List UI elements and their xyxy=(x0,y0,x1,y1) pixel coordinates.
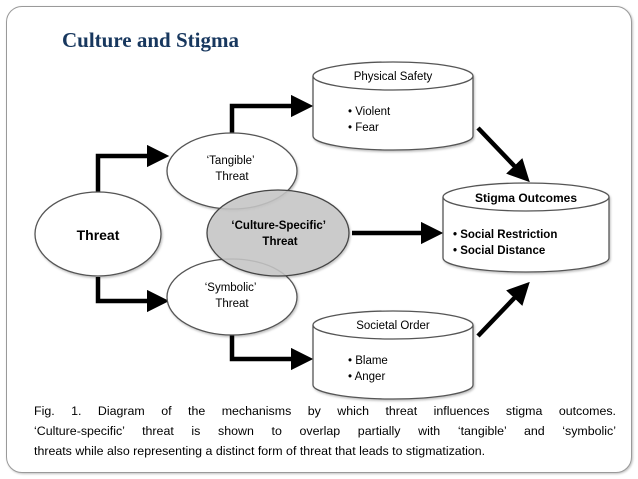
slide-title: Culture and Stigma xyxy=(62,28,239,52)
stigma-outcome-social-restriction: • Social Restriction xyxy=(453,229,557,241)
symbolic-line-1: ‘Symbolic’ xyxy=(205,282,256,294)
threat-label: Threat xyxy=(77,227,120,243)
societal-order-items: • Blame • Anger xyxy=(348,355,391,383)
arrow-symbolic-to-societal-order xyxy=(229,332,314,371)
stigma-outcome-social-distance: • Social Distance xyxy=(453,245,545,257)
culture-specific-threat-ellipse xyxy=(206,189,350,277)
physical-safety-label: Physical Safety xyxy=(354,71,433,83)
societal-order-cylinder xyxy=(312,310,474,400)
tangible-threat-label: ‘Tangible’ Threat xyxy=(207,155,258,183)
societal-order-item-blame: • Blame xyxy=(348,355,388,367)
figure-caption: Fig. 1. Diagram of the mechanisms by whi… xyxy=(34,401,616,461)
culture-specific-threat-label: ‘Culture-Specific’ Threat xyxy=(231,220,328,248)
physical-safety-items: • Violent • Fear xyxy=(348,106,393,134)
caption-line-1: Fig. 1. Diagram of the mechanisms by whi… xyxy=(34,404,616,418)
tangible-line-1: ‘Tangible’ xyxy=(207,155,255,167)
arrow-threat-to-tangible xyxy=(95,144,170,192)
arrow-physical-safety-to-stigma-outcomes xyxy=(476,126,530,183)
symbolic-line-2: Threat xyxy=(215,298,249,310)
societal-order-item-anger: • Anger xyxy=(348,371,385,383)
stigma-outcomes-cylinder xyxy=(442,182,610,273)
caption-line-3: threats while also representing a distin… xyxy=(34,444,486,458)
arrow-societal-order-to-stigma-outcomes xyxy=(476,281,530,338)
societal-order-label: Societal Order xyxy=(356,320,430,332)
stigma-outcomes-label: Stigma Outcomes xyxy=(475,191,577,205)
arrow-tangible-to-physical-safety xyxy=(229,94,314,138)
caption-line-2: ‘Culture-specific’ threat is shown to ov… xyxy=(34,424,616,438)
stigma-outcomes-items: • Social Restriction • Social Distance xyxy=(453,229,561,257)
arrow-threat-to-symbolic xyxy=(95,277,170,313)
culture-line-2: Threat xyxy=(262,236,297,248)
physical-safety-item-fear: • Fear xyxy=(348,122,379,134)
physical-safety-item-violent: • Violent xyxy=(348,106,391,118)
threat-ellipse xyxy=(34,191,162,277)
symbolic-threat-label: ‘Symbolic’ Threat xyxy=(205,282,260,310)
physical-safety-cylinder xyxy=(312,61,474,151)
culture-line-1: ‘Culture-Specific’ xyxy=(231,220,325,232)
tangible-line-2: Threat xyxy=(215,171,249,183)
